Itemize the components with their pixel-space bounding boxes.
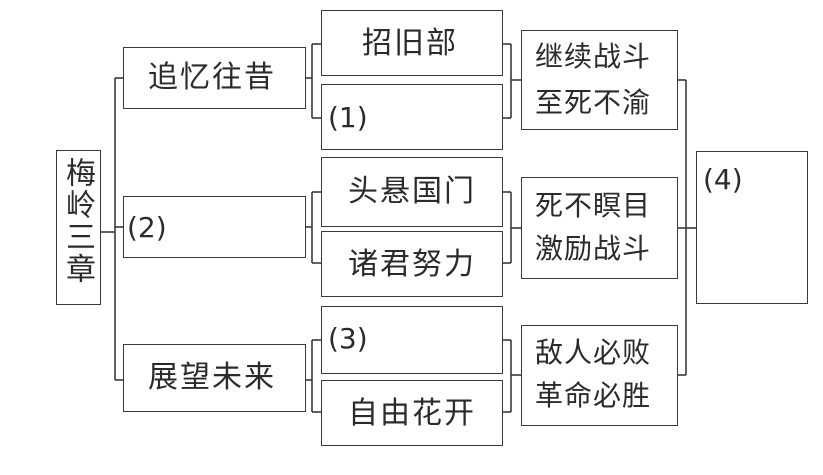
root-title: 梅岭三章 bbox=[60, 157, 95, 285]
result-line-3-1: 敌人必败 bbox=[535, 336, 652, 369]
branch-box-2: (2) bbox=[123, 196, 306, 258]
result-box-2: 死不瞑目 激励战斗 bbox=[521, 177, 678, 279]
branch-label-2: (2) bbox=[127, 211, 167, 244]
item-label-3-1: (3) bbox=[328, 322, 368, 355]
item-box-3-1: (3) bbox=[321, 306, 503, 374]
root-box: 梅岭三章 bbox=[56, 150, 101, 305]
item-box-2-2: 诸君努力 bbox=[321, 231, 503, 297]
item-label-2-2: 诸君努力 bbox=[348, 247, 476, 282]
result-line-1-2: 至死不渝 bbox=[535, 86, 652, 119]
result-line-1-1: 继续战斗 bbox=[535, 40, 652, 73]
branch-box-3: 展望未来 bbox=[123, 344, 306, 412]
result-line-3-2: 革命必胜 bbox=[535, 379, 652, 412]
branch-label-3: 展望未来 bbox=[148, 360, 276, 395]
item-label-1-2: (1) bbox=[328, 101, 368, 134]
result-box-1: 继续战斗 至死不渝 bbox=[521, 30, 678, 130]
summary-box: (4) bbox=[696, 151, 808, 304]
item-box-3-2: 自由花开 bbox=[321, 380, 503, 446]
item-box-1-2: (1) bbox=[321, 84, 503, 150]
item-box-1-1: 招旧部 bbox=[321, 10, 503, 76]
item-label-3-2: 自由花开 bbox=[348, 396, 476, 431]
item-box-2-1: 头悬国门 bbox=[321, 157, 503, 227]
result-line-2-1: 死不瞑目 bbox=[535, 189, 652, 222]
item-label-1-1: 招旧部 bbox=[362, 26, 458, 61]
result-line-2-2: 激励战斗 bbox=[535, 232, 652, 265]
item-label-2-1: 头悬国门 bbox=[348, 174, 476, 209]
branch-label-1: 追忆往昔 bbox=[148, 60, 276, 95]
result-box-3: 敌人必败 革命必胜 bbox=[521, 325, 678, 426]
summary-label: (4) bbox=[703, 163, 743, 196]
branch-box-1: 追忆往昔 bbox=[123, 47, 306, 109]
